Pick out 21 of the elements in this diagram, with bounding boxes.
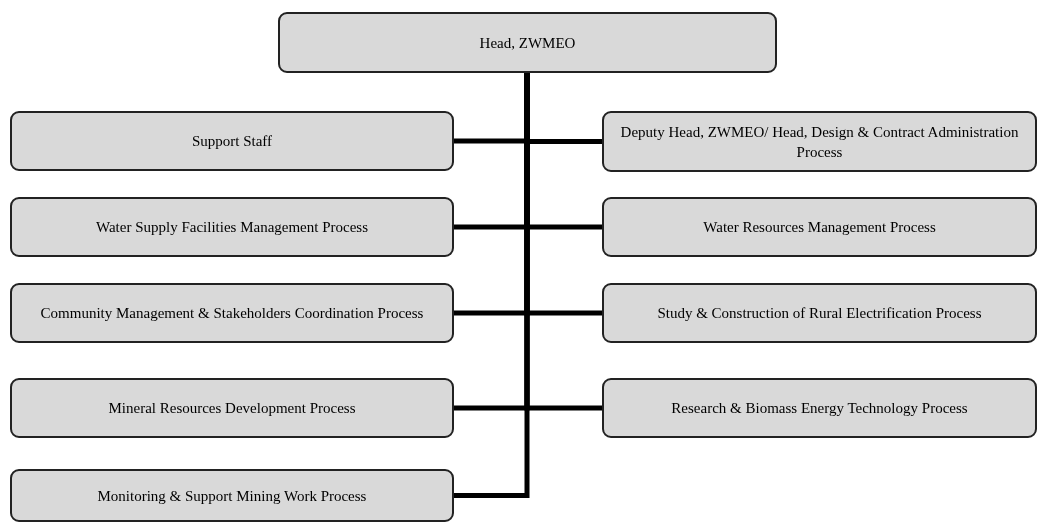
unit-title: Community Management & Stakeholders Coordination Process [40,304,424,323]
unit-title: Monitoring & Support Mining Work Process [97,486,367,506]
unit-title: Study & Construction of Rural Electrification Process [657,304,982,323]
unit-title: Water Resources Management Process [703,218,936,237]
unit-title: Head, ZWMEO [479,33,576,53]
unit-title: Research & Biomass Energy Technology Process [671,399,968,418]
unit-title: Deputy Head, ZWMEO/ Head, Design & Contract Administration Process [619,122,1020,162]
unit-title: Support Staff [191,132,273,151]
org-unit-box [10,378,454,438]
org-unit-box [10,283,454,343]
org-unit-box [278,12,777,73]
unit-title: Water Supply Facilities Management Process [95,218,369,237]
org-unit-box [602,111,1037,172]
org-unit-box [10,469,454,522]
unit-title: Mineral Resources Development Process [108,399,356,418]
connector-line [454,73,530,498]
org-unit-box [602,283,1037,343]
org-unit-box [602,378,1037,438]
org-unit-box [10,111,454,171]
org-unit-box [602,197,1037,257]
org-unit-box [10,197,454,257]
